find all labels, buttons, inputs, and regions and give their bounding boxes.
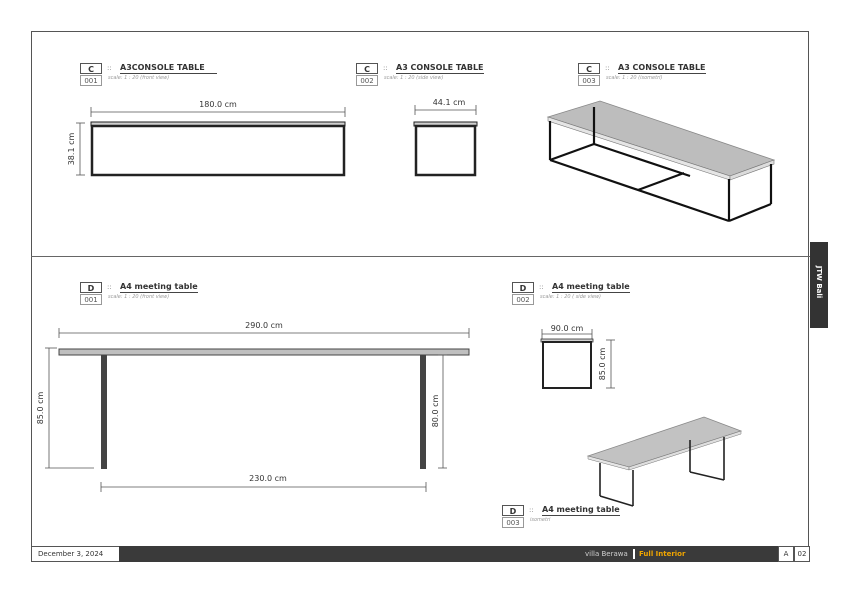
dim-meeting-leg-height: 80.0 cm	[431, 395, 440, 428]
view-title: A4 meeting table	[120, 282, 198, 293]
footer-subtitle: Full Interior	[639, 550, 686, 558]
view-scale: isometri	[530, 517, 551, 523]
footer-project: villa Berawa	[585, 550, 628, 558]
view-scale: scale: 1 : 20 ( side view)	[540, 294, 601, 300]
company-name: JTW Bali	[815, 265, 823, 299]
view-title: A4 meeting table	[552, 282, 630, 293]
view-number: 002	[356, 75, 378, 86]
dim-meeting-length: 290.0 cm	[245, 321, 283, 330]
view-letter: D	[502, 505, 524, 516]
view-tag-d001: D 001 :: A4 meeting table scale: 1 : 20 …	[80, 282, 230, 308]
meeting-side-view: 90.0 cm 85.0 cm	[540, 324, 615, 389]
view-number: 002	[512, 294, 534, 305]
view-letter: D	[512, 282, 534, 293]
view-separator: ::	[383, 64, 388, 72]
dim-console-height: 38.1 cm	[67, 133, 76, 166]
view-letter: C	[578, 63, 600, 74]
view-title: A3CONSOLE TABLE	[120, 63, 217, 74]
view-tag-c001: C 001 :: A3CONSOLE TABLE scale: 1 : 20 (…	[80, 63, 230, 89]
footer-page-number: 02	[794, 546, 810, 562]
view-title: A3 CONSOLE TABLE	[396, 63, 484, 74]
footer-band: villa Berawa Full Interior	[119, 546, 778, 562]
view-separator: ::	[529, 506, 534, 514]
view-tag-c002: C 002 :: A3 CONSOLE TABLE scale: 1 : 20 …	[356, 63, 496, 89]
console-side-view: 44.1 cm	[413, 98, 478, 177]
view-number: 001	[80, 75, 102, 86]
dim-console-depth: 44.1 cm	[433, 98, 466, 107]
view-letter: C	[356, 63, 378, 74]
footer-bar: December 3, 2024 villa Berawa Full Inter…	[31, 546, 810, 562]
view-tag-c003: C 003 :: A3 CONSOLE TABLE scale: 1 : 20 …	[578, 63, 718, 89]
view-number: 003	[502, 517, 524, 528]
footer-date: December 3, 2024	[31, 546, 119, 562]
view-number: 003	[578, 75, 600, 86]
company-side-tab: JTW Bali	[810, 242, 828, 328]
view-scale: scale: 1 : 20 (front view)	[108, 75, 170, 81]
dim-console-length: 180.0 cm	[199, 100, 237, 109]
view-letter: C	[80, 63, 102, 74]
view-tag-d003: D 003 :: A4 meeting table isometri	[502, 505, 652, 531]
meeting-front-view: 290.0 cm 85.0 cm 80.0 cm 230.0 cm	[36, 321, 470, 492]
view-scale: scale: 1 : 20 (side view)	[384, 75, 444, 81]
footer-divider	[633, 549, 635, 559]
view-tag-d002: D 002 :: A4 meeting table scale: 1 : 20 …	[512, 282, 662, 308]
dim-meeting-side-height: 85.0 cm	[598, 348, 607, 381]
view-title: A3 CONSOLE TABLE	[618, 63, 706, 74]
meeting-isometric-view	[586, 416, 743, 507]
view-separator: ::	[107, 283, 112, 291]
view-scale: scale: 1 : 20 (isometri)	[606, 75, 663, 81]
section-divider	[31, 256, 810, 257]
dim-meeting-leg-span: 230.0 cm	[249, 474, 287, 483]
dim-meeting-height: 85.0 cm	[36, 392, 45, 425]
view-scale: scale: 1 : 20 (front view)	[108, 294, 170, 300]
footer-sheet: A	[778, 546, 794, 562]
view-letter: D	[80, 282, 102, 293]
view-separator: ::	[107, 64, 112, 72]
view-separator: ::	[605, 64, 610, 72]
view-separator: ::	[539, 283, 544, 291]
view-title: A4 meeting table	[542, 505, 620, 516]
dim-meeting-side-width: 90.0 cm	[551, 324, 584, 333]
console-front-view: 180.0 cm 38.1 cm	[67, 100, 346, 177]
view-number: 001	[80, 294, 102, 305]
console-isometric-view	[546, 100, 776, 223]
